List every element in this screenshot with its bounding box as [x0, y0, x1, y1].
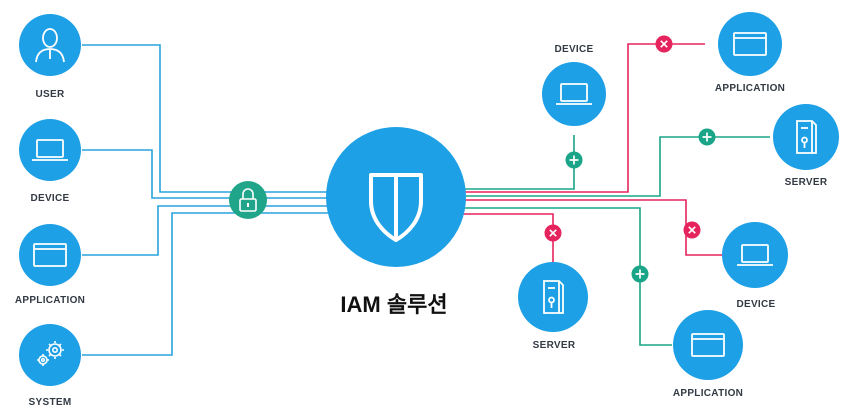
- node-label-application-top: APPLICATION: [715, 83, 785, 94]
- denied-x-icon: [655, 35, 673, 53]
- node-device-left: [19, 119, 81, 181]
- node-server-bottom: [518, 262, 588, 332]
- node-label-server-bottom: SERVER: [533, 340, 576, 351]
- line-system: [82, 212, 340, 356]
- node-system: [19, 324, 81, 386]
- laptop-icon: [737, 244, 773, 266]
- node-label-system: SYSTEM: [29, 397, 72, 408]
- allowed-plus-icon: [698, 128, 716, 146]
- server-icon: [543, 280, 564, 314]
- laptop-icon: [556, 83, 592, 105]
- node-application-left: [19, 224, 81, 286]
- node-label-device-left: DEVICE: [30, 193, 69, 204]
- line-server-bottom: [462, 213, 554, 262]
- node-application-bottom: [673, 310, 743, 380]
- denied-x-icon: [683, 221, 701, 239]
- laptop-icon: [32, 139, 68, 161]
- allowed-plus-icon: [565, 151, 583, 169]
- gears-icon: [37, 341, 64, 366]
- line-device-left: [82, 149, 340, 199]
- line-user: [82, 44, 340, 193]
- node-server-right: [773, 104, 839, 170]
- node-device-right: [722, 222, 788, 288]
- allowed-plus-icon: [631, 265, 649, 283]
- application-window-icon: [733, 32, 767, 56]
- denied-x-icon: [544, 224, 562, 242]
- left-connection-lines: [82, 44, 340, 356]
- line-server-right: [462, 136, 770, 197]
- line-device-top: [462, 135, 575, 190]
- node-label-application-left: APPLICATION: [15, 295, 85, 306]
- node-label-application-bottom: APPLICATION: [673, 388, 743, 399]
- node-label-device-top: DEVICE: [554, 44, 593, 55]
- node-label-server-right: SERVER: [785, 177, 828, 188]
- node-label-user: USER: [36, 89, 65, 100]
- lock-badge: [229, 181, 267, 219]
- node-device-top: [542, 62, 606, 126]
- center-label: IAM 솔루션: [340, 292, 447, 317]
- application-window-icon: [33, 243, 67, 267]
- node-user: [19, 14, 81, 76]
- server-icon: [796, 120, 817, 154]
- node-label-device-right: DEVICE: [736, 299, 775, 310]
- shield-icon: [369, 173, 423, 242]
- iam-shield-node: [326, 127, 466, 267]
- application-window-icon: [691, 333, 725, 357]
- user-icon: [35, 28, 65, 63]
- node-application-top: [718, 12, 782, 76]
